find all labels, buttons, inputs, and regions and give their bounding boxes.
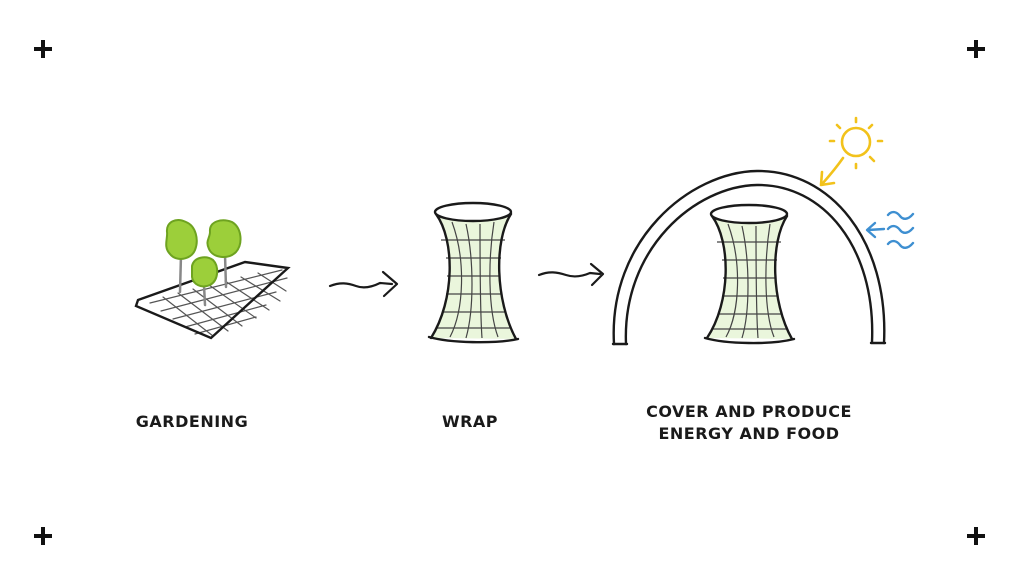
arrow-right-icon	[537, 262, 605, 287]
garden-grid	[149, 269, 288, 337]
corner-plus-bottom-right	[967, 527, 985, 545]
cover-dome	[611, 169, 887, 346]
wrap-structure-covered	[703, 203, 796, 345]
step-label-cover-line1: COVER AND PRODUCE	[646, 402, 852, 421]
corner-plus-top-left	[34, 40, 52, 58]
wind-icon	[865, 210, 915, 249]
gardening-illustration	[134, 253, 291, 340]
step-label-gardening: GARDENING	[135, 412, 249, 431]
step-label-cover-line2: ENERGY AND FOOD	[658, 424, 840, 443]
wrap-structure	[427, 201, 520, 344]
arrow-right-icon	[328, 270, 399, 298]
step-label-wrap: WRAP	[441, 412, 499, 431]
tree-icon	[165, 219, 242, 288]
corner-plus-top-right	[967, 40, 985, 58]
corner-plus-bottom-left	[34, 527, 52, 545]
step-label-cover: COVER AND PRODUCE ENERGY AND FOOD	[618, 401, 880, 445]
sun-icon	[819, 116, 884, 187]
